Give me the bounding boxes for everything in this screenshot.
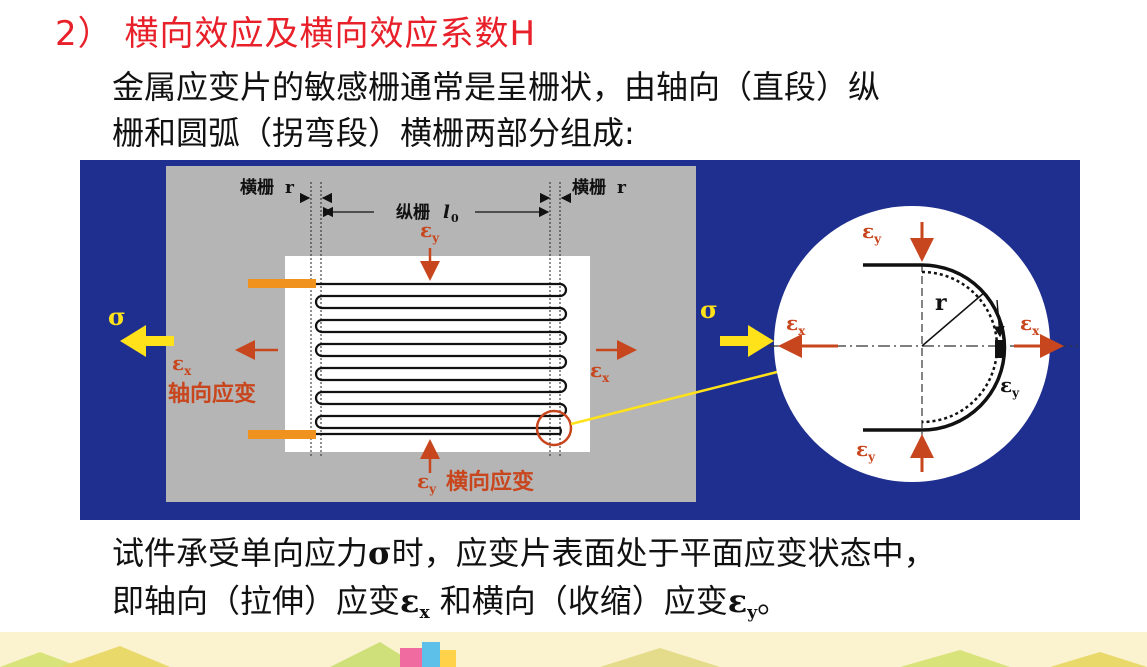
intro-line-2: 栅和圆弧（拐弯段）横栅两部分组成: (112, 114, 635, 152)
tangent-arrow (993, 299, 1005, 338)
zoom-eps-y-top-label: εy (862, 219, 882, 246)
transverse-strain-label: 横向应变 (446, 469, 534, 495)
grid-wire (314, 282, 568, 436)
label-r-left: r (285, 178, 295, 198)
explanation-line-1-part-1: 试件承受单向应力 (112, 534, 369, 572)
dimension-arrows (299, 192, 572, 218)
explanation-line-1: 试件承受单向应力σ时，应变片表面处于平面应变状态中， (112, 530, 936, 576)
lead-wire-top (248, 279, 316, 288)
zoom-eps-x-right-label: εx (1020, 311, 1040, 338)
explanation-line-2-part-1: 即轴向（拉伸）应变 (112, 582, 401, 620)
sigma-left-label: σ (108, 302, 126, 331)
sigma-right-arrow (720, 325, 774, 357)
explanation-line-2: 即轴向（拉伸）应变εx 和横向（收缩）应变εy。 (112, 578, 789, 636)
eps-y-top-label: εy (420, 218, 440, 245)
arc-dotted (921, 270, 999, 424)
explanation-line-1-part-2: 时，应变片表面处于平面应变状态中， (391, 534, 936, 572)
zoom-connector-line (570, 368, 786, 426)
radius-line (921, 291, 986, 347)
label-transverse-grid-left: 横栅 (240, 177, 274, 198)
strain-element (995, 340, 1005, 358)
label-transverse-grid-right: 横栅 (572, 177, 606, 198)
eps-y-symbol: εy (727, 582, 758, 623)
zoom-eps-y-element-label: εy (1000, 373, 1020, 400)
lead-wire-bottom (248, 430, 316, 439)
zoom-circle (774, 206, 1050, 482)
explanation-line-2-end: 。 (757, 582, 790, 620)
zoom-eps-y-bottom-label: εy (856, 437, 876, 464)
section-title: 2） 横向效应及横向效应系数H (55, 14, 537, 54)
radius-label: r (935, 290, 947, 316)
eps-x-right-label: εx (590, 358, 610, 385)
gauge-substrate (285, 256, 590, 452)
eps-y-bottom-label: εy (417, 469, 437, 496)
intro-line-1: 金属应变片的敏感栅通常是呈栅状，由轴向（直段）纵 (112, 68, 881, 106)
sigma-symbol: σ (368, 534, 392, 572)
decorative-footer (0, 632, 1147, 667)
zoom-eps-x-left-label: εx (786, 311, 806, 338)
label-longitudinal-grid: 纵栅 (396, 202, 430, 223)
strain-gauge-diagram: 横栅 r 纵栅 l 0 横栅 r εy εy 横向应变 εx 轴向应变 εx σ… (80, 160, 1080, 520)
sigma-left-arrow (120, 325, 174, 357)
highlight-circle (535, 409, 573, 447)
explanation-line-2-part-2: 和横向（收缩）应变 (429, 582, 728, 620)
axial-strain-label: 轴向应变 (168, 381, 256, 407)
label-r-right: r (617, 178, 627, 198)
label-l0: l (443, 202, 450, 223)
eps-x-symbol: εx (400, 582, 430, 623)
label-l0-subscript: 0 (451, 212, 459, 225)
eps-x-left-label: εx (172, 351, 192, 378)
sigma-right-label: σ (700, 295, 718, 324)
